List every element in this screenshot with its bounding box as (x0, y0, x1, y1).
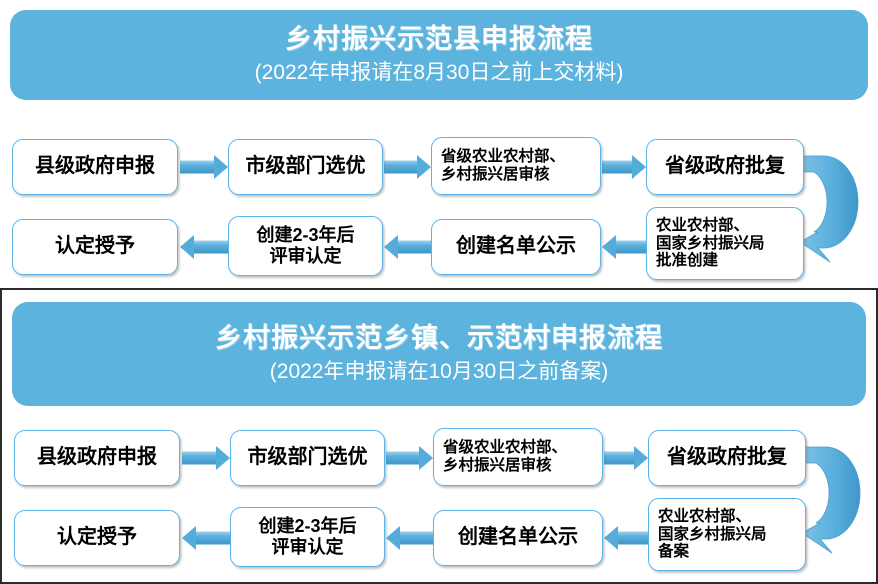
node-county-r1-3[interactable]: 省级农业农村部、 乡村振兴居审核 (431, 137, 601, 195)
arrow-shaft (386, 451, 420, 465)
arrow-county-r2-2to1 (180, 225, 228, 269)
node-label: 农业农村部、 国家乡村振兴局 批准创建 (656, 216, 765, 270)
node-village-r1-1[interactable]: 县级政府申报 (14, 430, 180, 486)
arrow-head (632, 155, 646, 179)
curved-return-arrow-village (801, 446, 861, 554)
node-label: 省级农业农村部、 乡村振兴居审核 (443, 439, 568, 474)
arrow-shaft (602, 160, 633, 174)
node-county-r2-4[interactable]: 农业农村部、 国家乡村振兴局 批准创建 (646, 207, 804, 280)
section-county-process: 乡村振兴示范县申报流程 (2022年申报请在8月30日之前上交材料) 县级政府申… (0, 0, 878, 288)
node-label: 省级政府批复 (665, 155, 785, 178)
arrow-village-r2-2to1 (182, 516, 230, 560)
arrow-county-r1-2to3 (384, 145, 431, 189)
arrow-village-r1-2to3 (386, 436, 433, 480)
arrow-head (386, 526, 400, 550)
banner-village: 乡村振兴示范乡镇、示范村申报流程 (2022年申报请在10月30日之前备案) (12, 302, 866, 406)
arrow-shaft (615, 240, 646, 254)
arrow-village-r2-3to2 (386, 516, 433, 560)
arrow-village-r1-3to4 (604, 436, 648, 480)
node-label: 创建名单公示 (456, 235, 576, 258)
arrow-county-r2-4to3 (602, 225, 646, 269)
node-label: 创建2-3年后 评审认定 (256, 225, 355, 266)
arrow-county-r1-1to2 (180, 145, 228, 189)
arrow-head (216, 446, 230, 470)
banner-village-subtitle: (2022年申报请在10月30日之前备案) (269, 360, 609, 384)
node-label: 县级政府申报 (37, 446, 157, 469)
arrow-head (417, 155, 431, 179)
node-county-r2-1[interactable]: 认定授予 (12, 219, 178, 275)
arrow-shaft (384, 160, 418, 174)
node-label: 农业农村部、 国家乡村振兴局 备案 (658, 507, 767, 561)
arrow-county-r2-3to2 (384, 225, 431, 269)
arrow-county-r1-3to4 (602, 145, 646, 189)
banner-county-title: 乡村振兴示范县申报流程 (285, 23, 593, 54)
arrow-head (634, 446, 648, 470)
node-label: 市级部门选优 (245, 155, 366, 178)
arrow-head (180, 235, 194, 259)
arrow-shaft (399, 531, 433, 545)
section-village-process: 乡村振兴示范乡镇、示范村申报流程 (2022年申报请在10月30日之前备案) 县… (0, 288, 878, 584)
arrow-village-r1-1to2 (182, 436, 230, 480)
node-label: 省级政府批复 (667, 446, 787, 469)
curved-return-arrow-county (799, 155, 859, 263)
node-label: 省级农业农村部、 乡村振兴居审核 (441, 148, 566, 183)
node-county-r1-4[interactable]: 省级政府批复 (646, 139, 804, 195)
node-county-r2-3[interactable]: 创建名单公示 (431, 219, 601, 275)
node-county-r1-2[interactable]: 市级部门选优 (228, 139, 383, 195)
arrow-shaft (604, 451, 635, 465)
arrow-head (214, 155, 228, 179)
arrow-shaft (193, 240, 228, 254)
node-label: 县级政府申报 (35, 155, 155, 178)
node-label: 市级部门选优 (247, 446, 368, 469)
node-label: 创建2-3年后 评审认定 (258, 516, 357, 557)
node-label: 认定授予 (57, 526, 137, 549)
node-village-r2-3[interactable]: 创建名单公示 (433, 510, 603, 566)
arrow-head (384, 235, 398, 259)
node-label: 创建名单公示 (458, 526, 578, 549)
node-village-r2-4[interactable]: 农业农村部、 国家乡村振兴局 备案 (648, 498, 806, 571)
node-village-r2-1[interactable]: 认定授予 (14, 510, 180, 566)
node-county-r2-2[interactable]: 创建2-3年后 评审认定 (228, 216, 383, 276)
arrow-head (604, 526, 618, 550)
arrow-shaft (397, 240, 431, 254)
node-village-r2-2[interactable]: 创建2-3年后 评审认定 (230, 507, 385, 567)
arrow-shaft (195, 531, 230, 545)
node-village-r1-2[interactable]: 市级部门选优 (230, 430, 385, 486)
banner-village-title: 乡村振兴示范乡镇、示范村申报流程 (215, 322, 663, 353)
arrow-head (602, 235, 616, 259)
node-village-r1-3[interactable]: 省级农业农村部、 乡村振兴居审核 (433, 428, 603, 486)
node-label: 认定授予 (55, 235, 135, 258)
arrow-head (182, 526, 196, 550)
arrow-village-r2-4to3 (604, 516, 648, 560)
banner-county: 乡村振兴示范县申报流程 (2022年申报请在8月30日之前上交材料) (10, 10, 868, 100)
node-village-r1-4[interactable]: 省级政府批复 (648, 430, 806, 486)
arrow-shaft (180, 160, 215, 174)
banner-county-subtitle: (2022年申报请在8月30日之前上交材料) (254, 61, 624, 85)
node-county-r1-1[interactable]: 县级政府申报 (12, 139, 178, 195)
arrow-shaft (617, 531, 648, 545)
arrow-shaft (182, 451, 217, 465)
arrow-head (419, 446, 433, 470)
